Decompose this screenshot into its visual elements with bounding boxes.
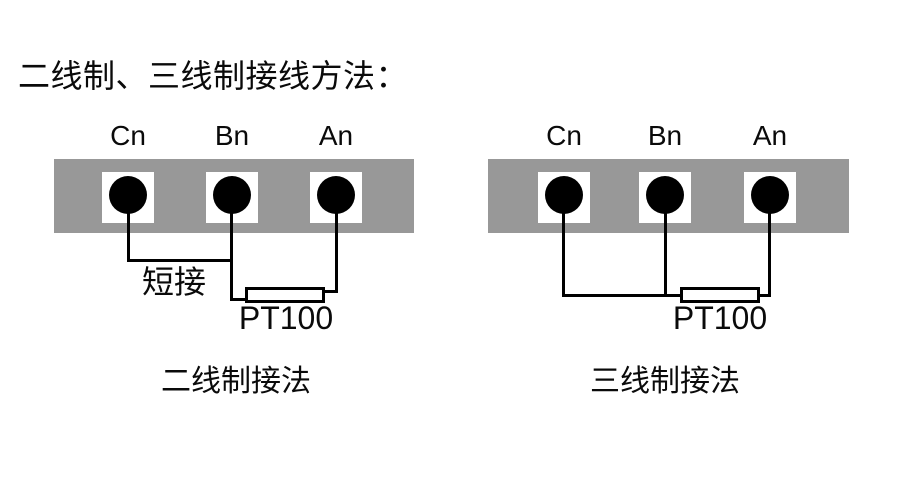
figure-title: 二线制、三线制接线方法：	[18, 58, 409, 94]
terminal-screw-icon-bn	[646, 176, 684, 214]
terminal-label-an: An	[752, 120, 788, 151]
pt100-label: PT100	[672, 300, 768, 336]
pt100-label: PT100	[238, 300, 334, 336]
diagram-caption: 二线制接法	[161, 365, 311, 398]
wire-bn-vertical	[664, 210, 667, 297]
terminal-label-bn: Bn	[214, 120, 250, 151]
terminal-label-an: An	[318, 120, 354, 151]
wire-cn-vertical	[127, 210, 130, 262]
wire-bottom-horizontal	[562, 294, 683, 297]
wire-cn-vertical	[562, 210, 565, 297]
wire-bn-to-resistor	[230, 298, 247, 301]
wire-an-vertical	[768, 210, 771, 297]
wire-short-link	[127, 259, 233, 262]
terminal-screw-icon-cn	[545, 176, 583, 214]
pt100-resistor-body	[245, 287, 325, 303]
short-link-label: 短接	[142, 264, 207, 300]
terminal-screw-icon-bn	[213, 176, 251, 214]
wire-an-vertical	[335, 210, 338, 293]
wire-an-to-resistor	[757, 294, 771, 297]
pt100-resistor-body	[680, 287, 760, 303]
terminal-label-bn: Bn	[647, 120, 683, 151]
wire-an-to-resistor	[320, 290, 338, 293]
terminal-label-cn: Cn	[546, 120, 582, 151]
terminal-screw-icon-an	[317, 176, 355, 214]
wire-bn-vertical	[230, 210, 233, 301]
terminal-label-cn: Cn	[110, 120, 146, 151]
terminal-screw-icon-an	[751, 176, 789, 214]
terminal-screw-icon-cn	[109, 176, 147, 214]
diagram-caption: 三线制接法	[590, 365, 740, 398]
